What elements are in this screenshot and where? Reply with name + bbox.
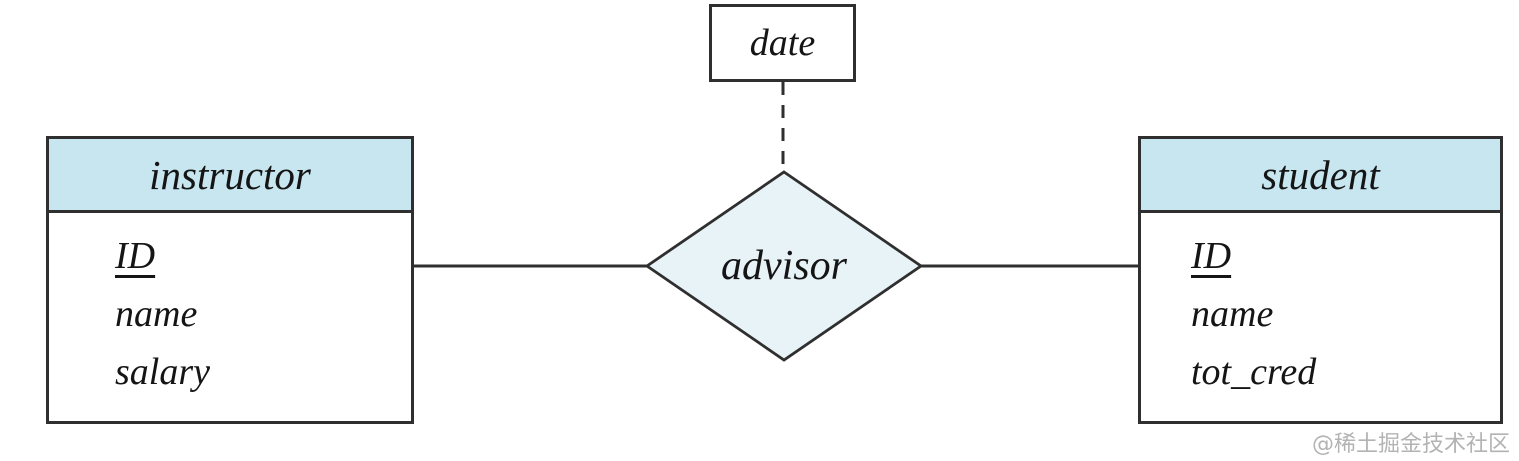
attribute-label: salary (115, 351, 210, 393)
attribute-label: name (1191, 293, 1274, 335)
attribute-row: tot_cred (1191, 343, 1490, 401)
descriptive-attribute-label: date (749, 22, 816, 64)
entity-instructor-header: instructor (49, 139, 411, 213)
descriptive-attribute-box: date (709, 4, 856, 82)
entity-instructor-title: instructor (149, 151, 311, 198)
entity-instructor-attributes: ID name salary (49, 213, 411, 401)
entity-instructor: instructor ID name salary (46, 136, 414, 424)
relationship-diamond (644, 170, 924, 362)
attribute-row: name (115, 285, 401, 343)
attribute-label-primary-key: ID (115, 235, 156, 277)
attribute-row: salary (115, 343, 401, 401)
entity-student-title: student (1261, 151, 1380, 198)
attribute-label: name (115, 293, 198, 335)
entity-student-header: student (1141, 139, 1500, 213)
attribute-row: ID (115, 227, 401, 285)
entity-student-attributes: ID name tot_cred (1141, 213, 1500, 401)
attribute-label-primary-key: ID (1191, 235, 1232, 277)
attribute-row: ID (1191, 227, 1490, 285)
entity-student: student ID name tot_cred (1138, 136, 1503, 424)
attribute-row: name (1191, 285, 1490, 343)
watermark-text: @稀土掘金技术社区 (1311, 432, 1510, 457)
attribute-label: tot_cred (1191, 351, 1317, 393)
